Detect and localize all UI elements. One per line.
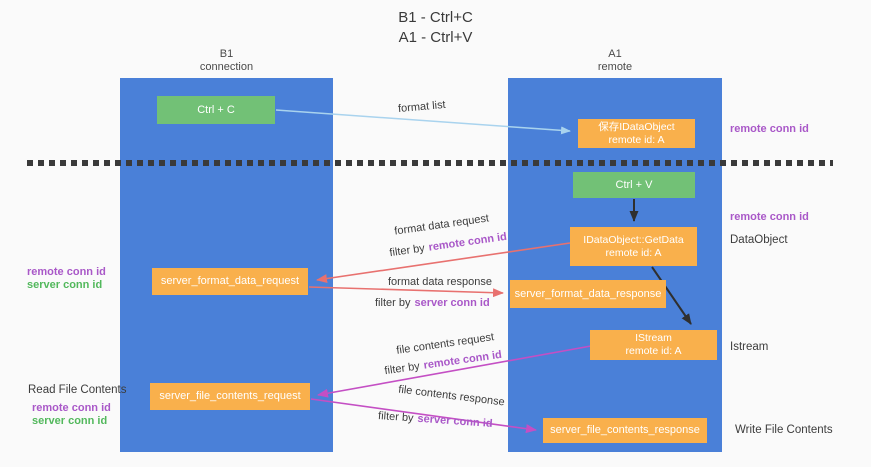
write-file-contents-label: Write File Contents xyxy=(735,424,833,436)
filter-by-text: filter by xyxy=(383,360,421,378)
filter-by-text: filter by xyxy=(388,242,426,260)
server-file-contents-request-box: server_file_contents_request xyxy=(150,383,310,410)
server-format-data-request-label: server_format_data_request xyxy=(160,275,300,287)
lane-header-a1: A1 remote xyxy=(508,48,722,74)
istream-side-label: Istream xyxy=(730,341,769,353)
save-dataobject-line1: 保存IDataObject xyxy=(598,120,675,133)
server-conn-id-text: server conn id xyxy=(414,297,490,309)
lane-b1-subtitle: connection xyxy=(199,61,254,73)
title-line-2: A1 - Ctrl+V xyxy=(398,29,473,46)
remote-conn-id-text: remote conn id xyxy=(427,230,508,254)
filter-by-text: filter by xyxy=(377,410,414,425)
dataobject-label: DataObject xyxy=(730,234,788,246)
getdata-box: IDataObject::GetData remote id: A xyxy=(570,227,697,266)
file-contents-response-label: file contents response xyxy=(397,383,506,409)
istream-line1: IStream xyxy=(635,332,672,344)
remote-conn-id-right-top: remote conn id xyxy=(730,123,809,135)
format-data-response-label: format data response xyxy=(388,276,492,288)
remote-conn-id-text: remote conn id xyxy=(422,348,503,372)
ctrl-c-box: Ctrl + C xyxy=(157,96,275,124)
server-file-contents-response-label: server_file_contents_response xyxy=(550,424,700,436)
remote-conn-id-left-2: remote conn id xyxy=(32,402,111,414)
ctrl-c-label: Ctrl + C xyxy=(197,103,235,116)
filter-by-text: filter by xyxy=(375,297,411,309)
server-conn-id-left-1: server conn id xyxy=(27,279,103,291)
save-dataobject-box: 保存IDataObject remote id: A xyxy=(578,119,695,148)
diagram-title: B1 - Ctrl+C A1 - Ctrl+V xyxy=(0,8,871,48)
ctrl-v-box: Ctrl + V xyxy=(573,172,695,198)
remote-conn-id-left-1: remote conn id xyxy=(27,266,106,278)
server-format-data-response-label: server_format_data_response xyxy=(514,287,662,300)
getdata-line1: IDataObject::GetData xyxy=(583,233,684,246)
server-file-contents-response-box: server_file_contents_response xyxy=(543,418,707,443)
server-format-data-response-box: server_format_data_response xyxy=(510,280,666,308)
remote-conn-id-right-mid: remote conn id xyxy=(730,211,809,223)
read-file-contents-label: Read File Contents xyxy=(28,384,127,396)
ctrl-v-label: Ctrl + V xyxy=(615,178,653,191)
lane-header-b1: B1 connection xyxy=(120,48,333,74)
format-data-request-label: format data request xyxy=(393,212,490,238)
server-format-data-request-box: server_format_data_request xyxy=(152,268,308,295)
istream-line2: remote id: A xyxy=(625,345,682,357)
server-file-contents-request-label: server_file_contents_request xyxy=(159,390,301,402)
istream-box: IStream remote id: A xyxy=(590,330,717,360)
format-list-label: format list xyxy=(397,98,447,116)
lane-b1-name: B1 xyxy=(219,48,234,60)
lane-a1-subtitle: remote xyxy=(597,61,633,73)
title-line-1: B1 - Ctrl+C xyxy=(398,9,473,26)
server-conn-id-left-2: server conn id xyxy=(32,415,108,427)
lane-a1-name: A1 xyxy=(608,48,622,60)
save-dataobject-line2: remote id: A xyxy=(608,133,665,146)
getdata-line2: remote id: A xyxy=(605,246,662,259)
server-conn-id-text: server conn id xyxy=(417,412,493,430)
